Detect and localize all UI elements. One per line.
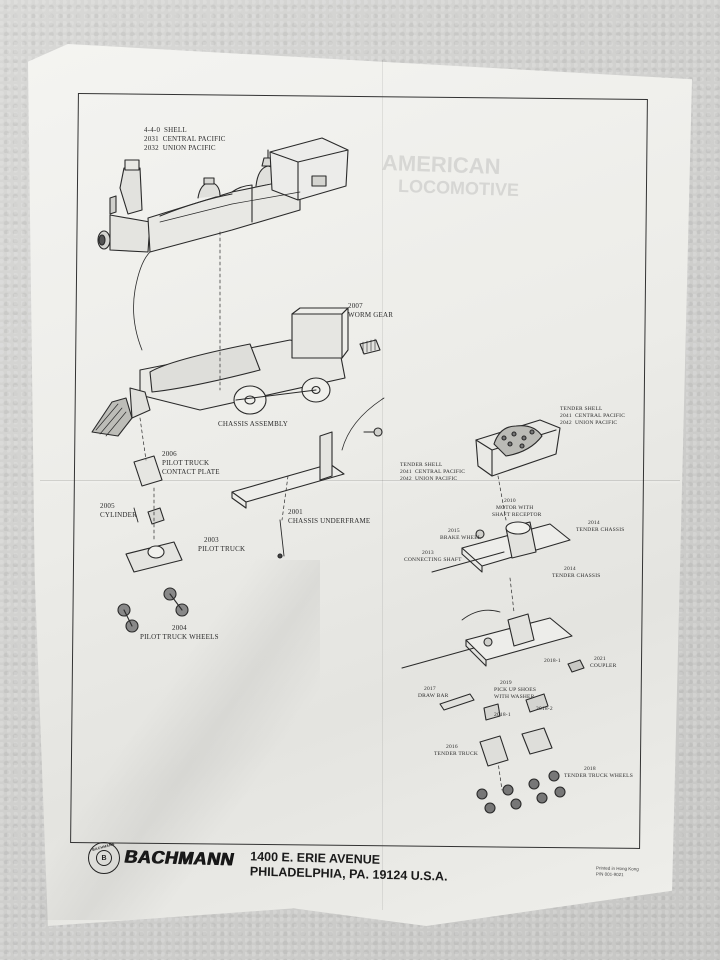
label-contact-plate-2: CONTACT PLATE [162,468,220,476]
tender-wheels-drawing [477,771,565,813]
label-cylinder-number: 2005 [100,502,115,510]
chassis-assembly-drawing [92,308,380,436]
print-info: Printed in Hong Kong P/N 001-9021 [596,865,639,877]
label-tender-shell-left-cp: 2041 CENTRAL PACIFIC [400,469,466,475]
label-brake-wheel-number: 2015 [448,528,460,534]
label-underframe: CHASSIS UNDERFRAME [288,517,371,525]
brand-name: BACHMANN [122,846,236,870]
label-shell-number: 4-4-0 SHELL [144,126,187,134]
label-worm-gear-number: 2007 [348,302,363,310]
label-brake-wheel: BRAKE WHEEL [440,535,482,541]
label-pickup-number: 2019 [500,680,512,686]
vertical-fold-line [382,60,383,910]
label-part-2018-1-a: 2018-1 [544,658,561,664]
label-tender-shell-right-up: 2042 UNION PACIFIC [560,420,618,426]
label-pilot-truck: PILOT TRUCK [198,545,246,553]
label-cylinder: CYLINDER [100,511,137,519]
label-tender-chassis-b: TENDER CHASSIS [552,573,601,579]
label-chassis-assembly: CHASSIS ASSEMBLY [218,420,288,428]
label-contact-plate-number: 2006 [162,450,177,458]
label-tender-shell-right: TENDER SHELL [560,406,603,412]
label-draw-bar-number: 2017 [424,686,436,692]
tender-pickup-chassis-drawing [402,610,584,766]
label-tender-chassis-a-number: 2014 [588,520,600,526]
label-motor-number: 2010 [504,498,516,504]
label-tender-truck-number: 2016 [446,744,458,750]
horizontal-fold-line [40,480,680,481]
label-worm-gear: WORM GEAR [348,311,394,319]
label-contact-plate-1: PILOT TRUCK [162,459,210,467]
label-tender-shell-left-up: 2042 UNION PACIFIC [400,476,458,482]
label-motor: MOTOR WITH [496,505,534,511]
label-tender-wheels: TENDER TRUCK WHEELS [564,773,633,779]
chassis-underframe-drawing [232,398,384,508]
label-draw-bar: DRAW BAR [418,693,449,699]
label-pickup-shoes: PICK UP SHOES [494,687,537,693]
label-motor-shaft: SHAFT RECEPTOR [492,512,542,518]
label-tender-shell-right-cp: 2041 CENTRAL PACIFIC [560,413,626,419]
label-tender-wheels-number: 2018 [584,766,596,772]
label-coupler: COUPLER [590,663,617,669]
logo-mark: B [96,850,112,866]
bachmann-logo: BACHMANN B [88,842,120,874]
pilot-truck-drawing [118,456,284,632]
label-pilot-wheels: PILOT TRUCK WHEELS [140,633,219,641]
label-shell-central-pacific: 2031 CENTRAL PACIFIC [144,135,226,143]
tender-chassis-drawing [432,522,570,572]
label-tender-chassis-a: TENDER CHASSIS [576,527,625,533]
tender-shell-drawing [476,420,560,476]
label-part-2018-1-b: 2018-1 [494,712,511,718]
locomotive-shell-drawing [98,138,348,350]
crease-shadow [40,560,320,920]
label-shell-union-pacific: 2032 UNION PACIFIC [144,144,216,152]
label-underframe-number: 2001 [288,508,303,516]
assembly-guide-lines [140,232,514,790]
label-tender-truck: TENDER TRUCK [434,751,479,757]
part-number: P/N 001-9021 [595,870,624,877]
label-tender-shell-left: TENDER SHELL [400,462,443,468]
label-pilot-wheels-number: 2004 [172,624,187,632]
label-tender-chassis-b-number: 2014 [564,566,576,572]
label-pickup-washer: WITH WASHER [494,694,535,700]
label-part-2018-2: 2018-2 [536,706,553,712]
company-address: 1400 E. ERIE AVENUE PHILADELPHIA, PA. 19… [250,849,448,884]
label-connecting-shaft-number: 2013 [422,550,434,556]
label-connecting-shaft: CONNECTING SHAFT [404,557,462,563]
label-coupler-number: 2021 [594,656,606,662]
label-pilot-truck-number: 2003 [204,536,219,544]
